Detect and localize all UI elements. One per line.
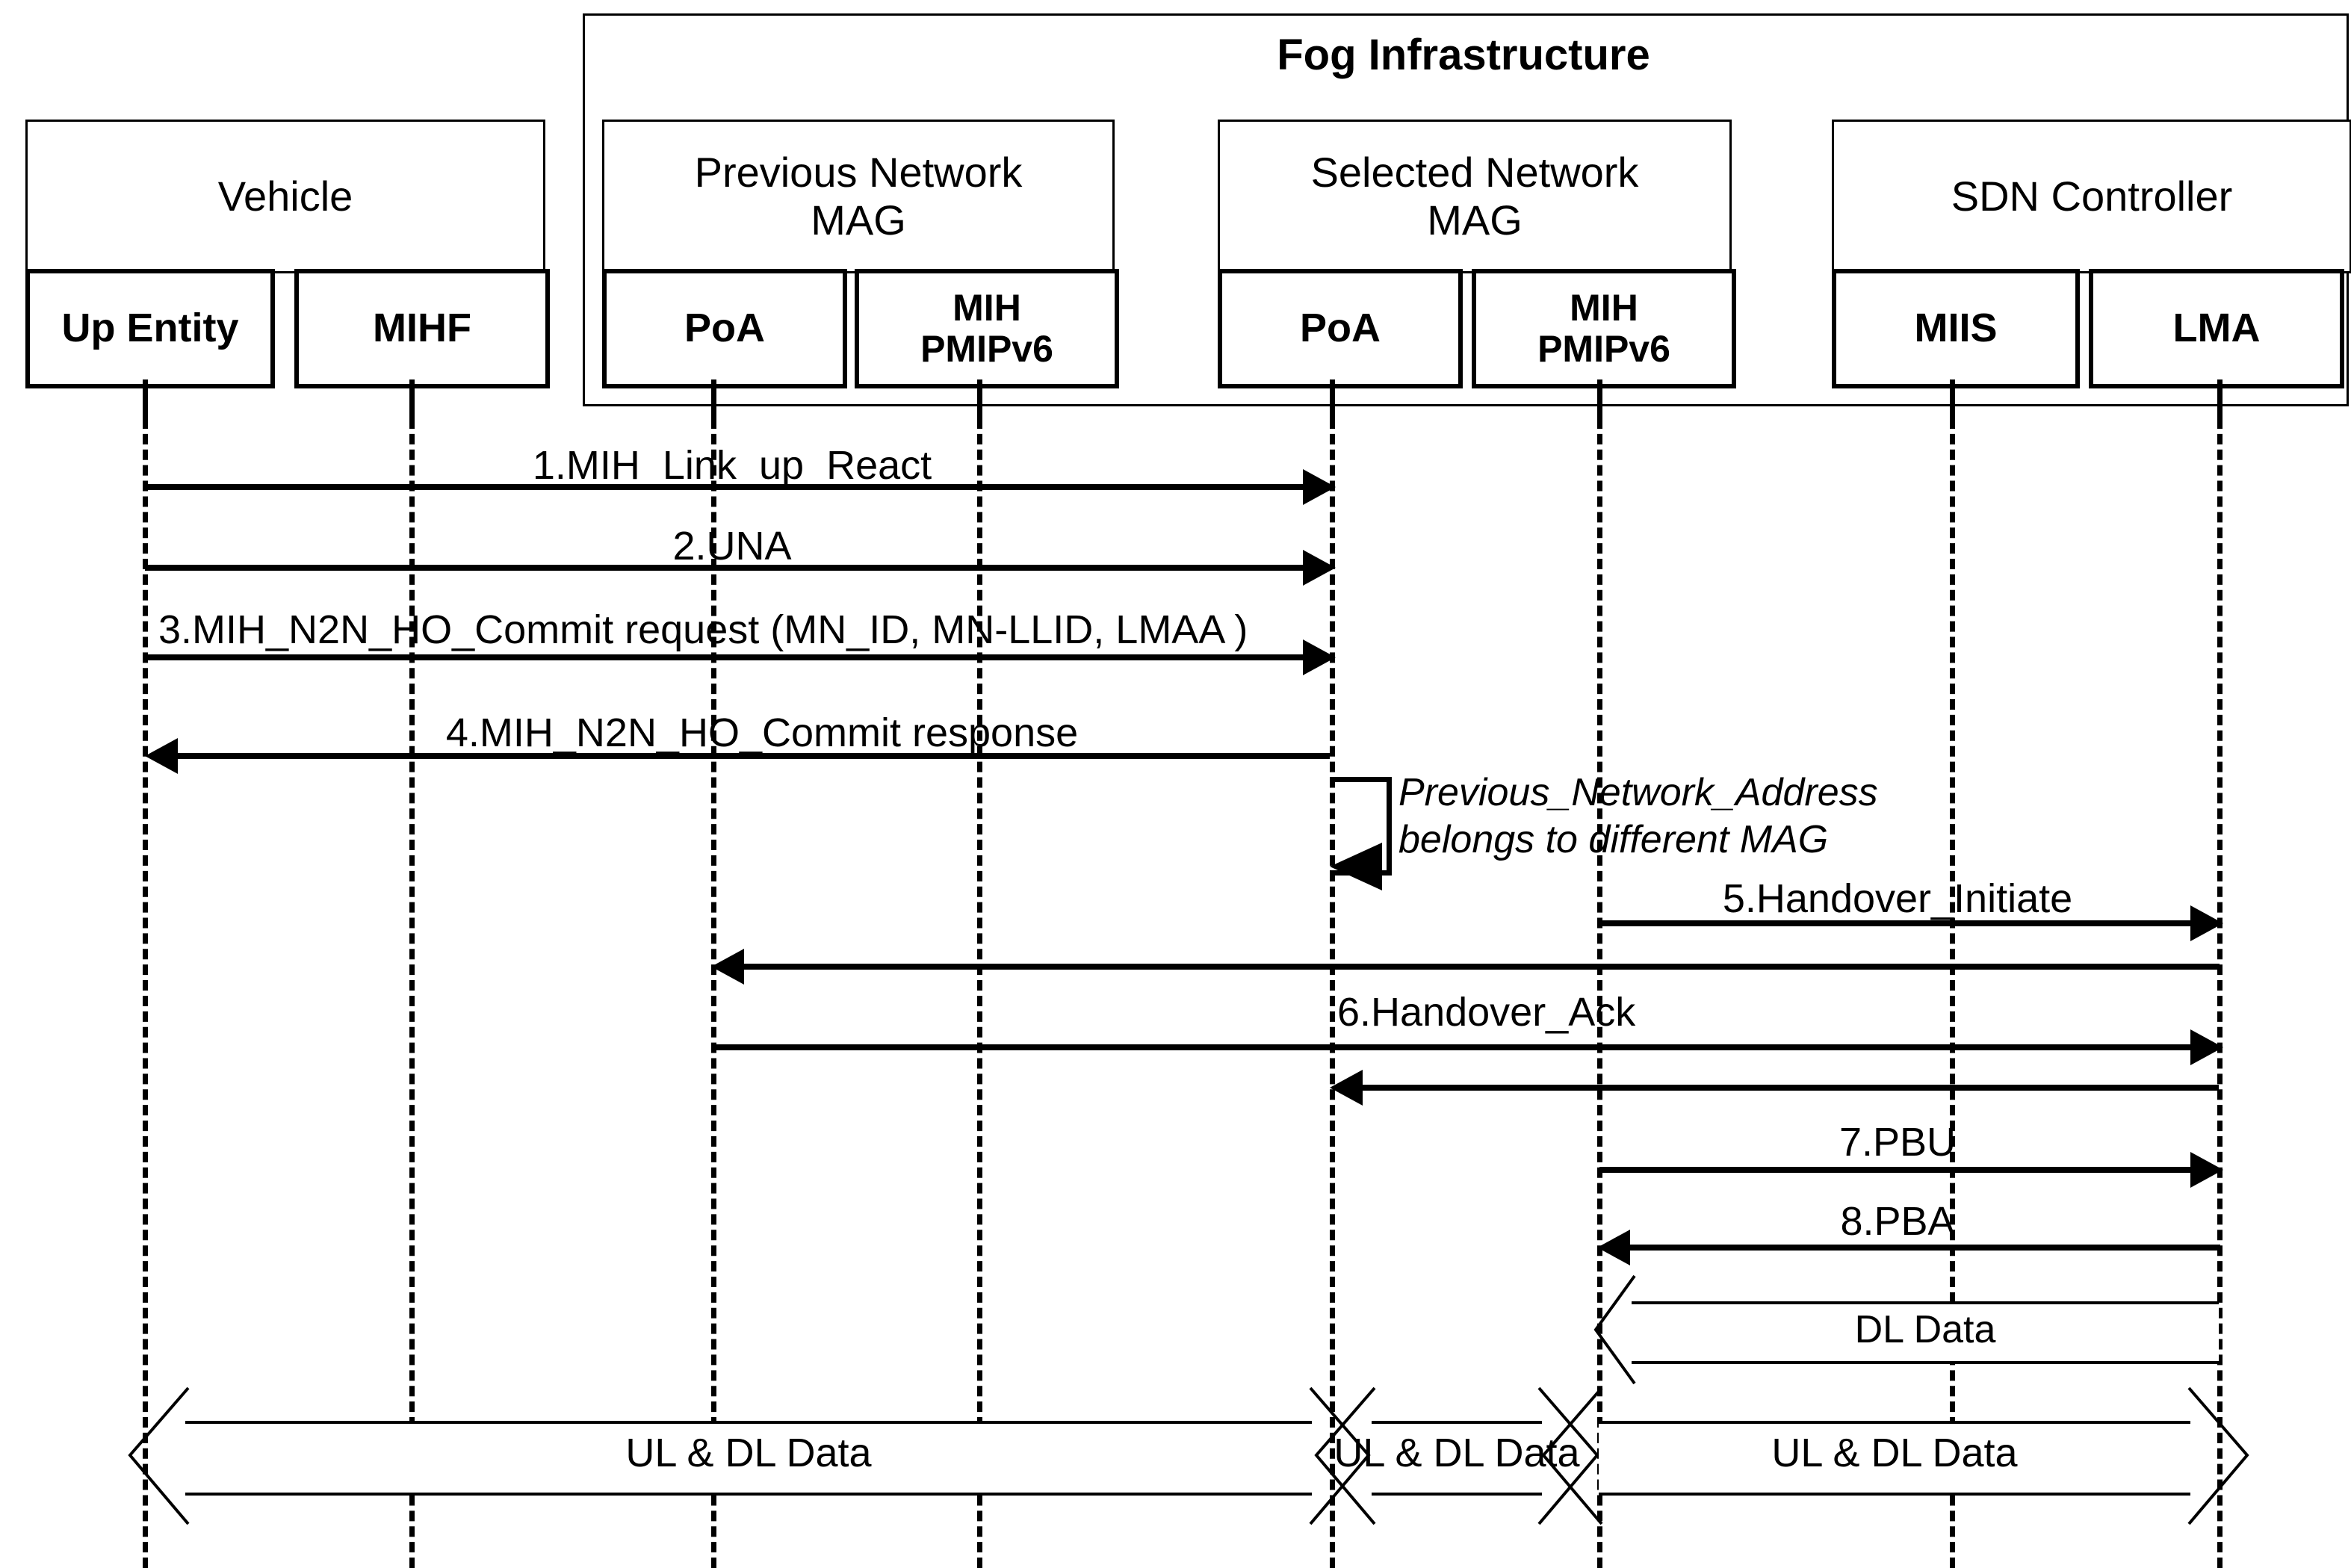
message-arrowhead-7 [2190, 1152, 2223, 1188]
lifeline-stub-mih-pmipv6-previous [977, 379, 982, 423]
data-flow-arrowhead-ul-dl-left-start [128, 1386, 190, 1525]
group-box-sdn-controller: SDN Controller [1832, 120, 2351, 273]
entity-box-mih-pmipv6-previous[interactable]: MIH PMIPv6 [855, 269, 1119, 388]
data-flow-arrowhead-ul-dl-right-end [2187, 1386, 2249, 1525]
entity-label-poa-selected: PoA [1300, 306, 1381, 351]
group-label-vehicle: Vehicle [217, 172, 353, 220]
data-flow-arrowhead-ul-dl-left-end [1309, 1386, 1371, 1525]
group-box-previous-network-mag: Previous Network MAG [602, 120, 1115, 273]
entity-label-mih-pmipv6-previous: MIH PMIPv6 [920, 287, 1053, 370]
data-flow-label-ul-dl-left: UL & DL Data [625, 1431, 872, 1475]
entity-box-poa-previous[interactable]: PoA [602, 269, 847, 388]
data-flow-label-ul-dl-right: UL & DL Data [1771, 1431, 2018, 1475]
message-arrowhead-3 [1303, 639, 1336, 675]
lifeline-mih-pmipv6-previous [977, 418, 982, 1568]
message-line-6 [713, 1044, 2198, 1050]
entity-label-lma: LMA [2172, 306, 2261, 351]
message-line-3 [145, 654, 1310, 660]
lifeline-mihf [409, 418, 415, 1568]
entity-box-mihf[interactable]: MIHF [294, 269, 550, 388]
message-label-8: 8.PBA [1840, 1199, 1955, 1244]
message-arrowhead-4 [145, 738, 178, 774]
lifeline-stub-miis [1950, 379, 1955, 423]
data-flow-band-ul-dl-left [185, 1421, 1312, 1496]
message-line-1 [145, 484, 1310, 490]
entity-box-mih-pmipv6-selected[interactable]: MIH PMIPv6 [1472, 269, 1736, 388]
message-arrowhead-8 [1597, 1230, 1630, 1265]
message-line-2 [145, 565, 1310, 571]
lifeline-stub-mihf [409, 379, 415, 423]
message-arrowhead-5-return [711, 949, 744, 985]
group-label-selected-network-mag: Selected Network MAG [1310, 148, 1639, 244]
message-label-7: 7.PBU [1839, 1120, 1957, 1165]
data-flow-arrowhead-ul-dl-mid-end [1537, 1386, 1599, 1525]
lifeline-stub-poa-selected [1330, 379, 1335, 423]
entity-label-poa-previous: PoA [684, 306, 765, 351]
message-arrowhead-6 [2190, 1029, 2223, 1065]
group-box-selected-network-mag: Selected Network MAG [1218, 120, 1732, 273]
data-flow-band-dl-data [1632, 1301, 2219, 1364]
lifeline-poa-selected [1330, 418, 1335, 1568]
lifeline-stub-up-entity [143, 379, 148, 423]
lifeline-stub-poa-previous [711, 379, 716, 423]
message-arrowhead-2 [1303, 550, 1336, 586]
group-box-vehicle: Vehicle [25, 120, 545, 273]
message-label-5: 5.Handover_Initiate [1722, 876, 2073, 921]
lifeline-stub-lma [2217, 379, 2223, 423]
message-label-1: 1.MIH_Link_up_React [532, 443, 932, 488]
group-label-sdn-controller: SDN Controller [1951, 172, 2233, 220]
self-message-note: Previous_Network_Address belongs to diff… [1398, 769, 1878, 864]
message-line-4 [178, 753, 1330, 759]
entity-label-mih-pmipv6-selected: MIH PMIPv6 [1537, 287, 1670, 370]
message-label-4: 4.MIH_N2N_HO_Commit response [445, 710, 1079, 755]
entity-label-mihf: MIHF [373, 306, 471, 351]
lifeline-mih-pmipv6-selected [1597, 418, 1602, 1568]
entity-box-miis[interactable]: MIIS [1832, 269, 2080, 388]
lifeline-lma [2217, 418, 2223, 1568]
message-arrowhead-6-return [1330, 1070, 1363, 1106]
message-label-3: 3.MIH_N2N_HO_Commit request (MN_ID, MN-L… [158, 607, 1248, 652]
entity-box-poa-selected[interactable]: PoA [1218, 269, 1463, 388]
message-line-8 [1630, 1245, 2220, 1251]
entity-label-miis: MIIS [1914, 306, 1998, 351]
lifeline-stub-mih-pmipv6-selected [1597, 379, 1602, 423]
self-message-arrowhead [1330, 843, 1382, 890]
fog-infrastructure-title: Fog Infrastructure [1277, 31, 1650, 79]
data-flow-band-ul-dl-mid [1372, 1421, 1542, 1496]
message-line-5-return [744, 964, 2220, 970]
message-label-2: 2.UNA [672, 524, 792, 568]
message-line-6-return [1363, 1085, 2219, 1091]
message-arrowhead-1 [1303, 469, 1336, 505]
entity-box-lma[interactable]: LMA [2089, 269, 2344, 388]
message-line-7 [1599, 1167, 2198, 1173]
message-line-5 [1599, 920, 2198, 926]
message-arrowhead-5 [2190, 905, 2223, 941]
data-flow-arrowhead-ul-dl-mid-start [1314, 1386, 1376, 1525]
data-flow-label-dl-data: DL Data [1854, 1308, 1996, 1351]
data-flow-label-ul-dl-mid: UL & DL Data [1334, 1431, 1580, 1475]
data-flow-band-ul-dl-right [1599, 1421, 2190, 1496]
data-flow-arrowhead-dl-data [1593, 1274, 1636, 1385]
lifeline-poa-previous [711, 418, 716, 1568]
self-message-note-line-2: belongs to different MAG [1398, 818, 1829, 862]
message-label-6: 6.Handover_Ack [1337, 990, 1636, 1035]
data-flow-arrowhead-ul-dl-right-start [1541, 1386, 1603, 1525]
group-label-previous-network-mag: Previous Network MAG [694, 148, 1023, 244]
lifeline-up-entity [143, 418, 148, 1568]
entity-label-up-entity: Up Entity [61, 306, 239, 351]
entity-box-up-entity[interactable]: Up Entity [25, 269, 275, 388]
lifeline-miis [1950, 418, 1955, 1568]
self-message-note-line-1: Previous_Network_Address [1398, 771, 1878, 814]
